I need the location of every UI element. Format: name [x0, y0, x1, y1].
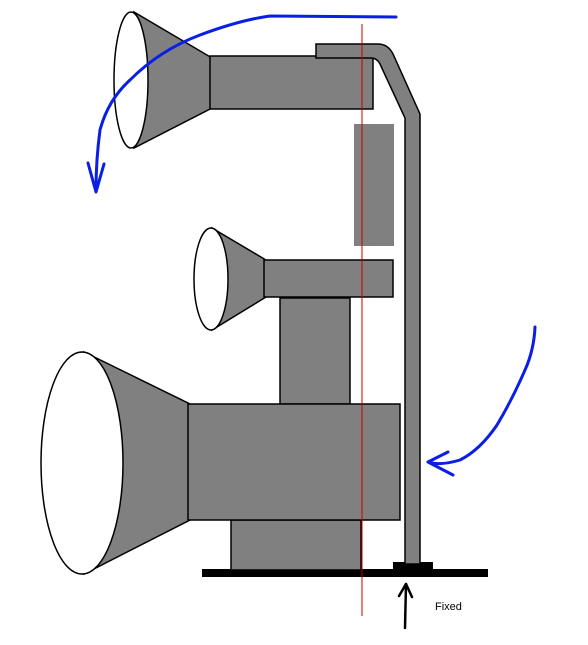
- curved-arrow-icon: [94, 14, 398, 192]
- bottom-horn-mouth: [40, 351, 124, 575]
- bottom-horn-body: [187, 403, 401, 521]
- up-arrow-icon: [403, 582, 408, 630]
- fixed-mount-foot: [393, 562, 433, 571]
- bottom-speaker-stand: [230, 519, 362, 571]
- middle-tower-block: [279, 297, 351, 405]
- top-flow-arrow: [86, 14, 398, 194]
- right-flow-arrow: [426, 325, 537, 477]
- arrowhead-icon: [86, 161, 106, 194]
- middle-horn-mouth: [193, 227, 229, 331]
- middle-horn-body: [263, 259, 394, 298]
- arrowhead-icon: [426, 450, 455, 477]
- middle-horn-speaker: [193, 226, 394, 332]
- floating-gray-block: [354, 124, 394, 246]
- fixed-label: Fixed: [435, 601, 462, 613]
- top-horn-speaker: [113, 10, 374, 150]
- curved-arrow-icon: [426, 325, 537, 466]
- up-arrowhead-icon: [397, 582, 414, 599]
- bottom-horn-speaker: [40, 350, 401, 576]
- fixed-point-arrow: [397, 582, 414, 630]
- support-rod: [315, 43, 421, 565]
- top-horn-body: [209, 55, 374, 110]
- base-bar: [202, 569, 488, 577]
